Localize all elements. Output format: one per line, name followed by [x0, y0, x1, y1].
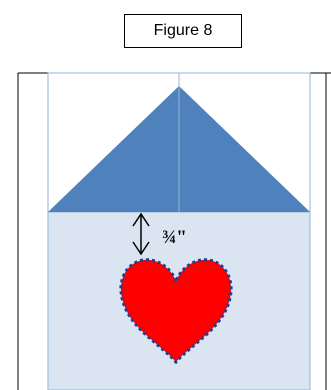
measurement-label: ¾"	[162, 227, 187, 248]
measurement-arrow	[132, 212, 150, 256]
figure-caption: Figure 8	[153, 22, 213, 39]
heart-shape	[119, 258, 233, 365]
figure-caption-box: Figure 8	[124, 14, 242, 48]
frame-lines	[17, 72, 331, 390]
